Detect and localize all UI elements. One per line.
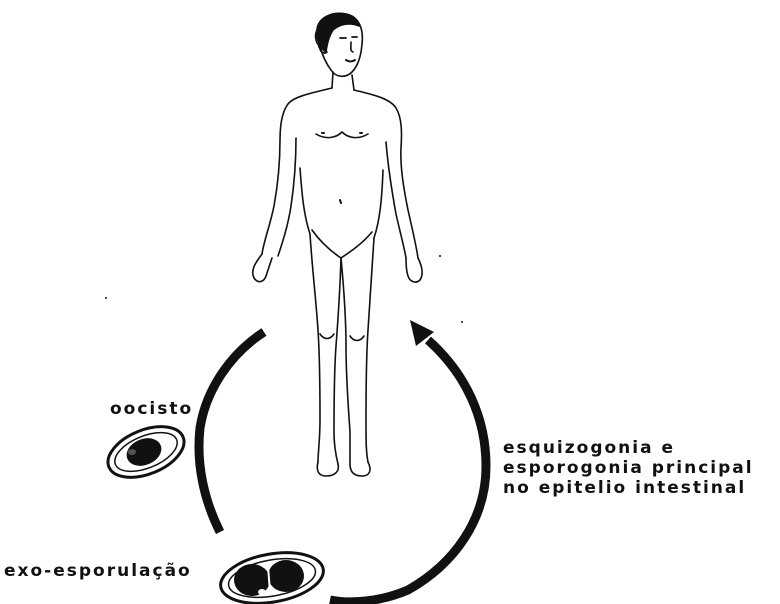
- human-left-leg-inner: [334, 258, 341, 464]
- label-esquizogonia-line3: no epitelio intestinal: [503, 478, 754, 498]
- human-left-inner-arm: [278, 138, 296, 256]
- human-waist-left: [300, 168, 310, 234]
- human-torso-right: [354, 90, 418, 258]
- human-hair: [317, 13, 359, 52]
- label-oocisto: oocisto: [110, 399, 193, 419]
- sporocyst-right: [268, 560, 304, 592]
- human-eyes: [340, 37, 357, 38]
- sporulated-oocyst-illustration: [217, 545, 328, 604]
- human-torso-left: [262, 88, 332, 254]
- human-right-leg-outer: [366, 238, 374, 462]
- human-mouth: [346, 60, 355, 62]
- human-groin: [312, 230, 372, 258]
- oocyst-illustration: [101, 417, 192, 488]
- speck-dot: [461, 321, 463, 323]
- human-host-figure: [253, 13, 422, 476]
- human-navel: [340, 200, 341, 203]
- left-cycle-arc: [199, 332, 264, 532]
- label-esquizogonia-line1: esquizogonia e: [503, 438, 754, 458]
- right-cycle-arc: [330, 340, 486, 602]
- human-left-leg-outer: [310, 234, 320, 462]
- human-knees: [320, 334, 364, 341]
- human-right-inner-arm: [386, 142, 406, 258]
- speck-dot: [439, 255, 441, 257]
- label-esquizogonia-line2: esporogonia principal: [503, 458, 754, 478]
- human-right-leg-inner: [341, 258, 350, 464]
- label-exo-esporulacao: exo-esporulação: [4, 561, 192, 581]
- sporocyst-spot: [258, 589, 266, 595]
- oocyst-highlight: [128, 449, 136, 455]
- human-left-hand: [253, 254, 272, 282]
- speck-dot: [105, 297, 107, 299]
- label-esquizogonia-block: esquizogonia e esporogonia principal no …: [503, 438, 754, 498]
- human-waist-right: [374, 170, 383, 238]
- human-right-hand: [406, 258, 422, 282]
- human-left-foot: [317, 462, 338, 476]
- human-nose: [351, 42, 353, 52]
- human-right-foot: [350, 462, 370, 476]
